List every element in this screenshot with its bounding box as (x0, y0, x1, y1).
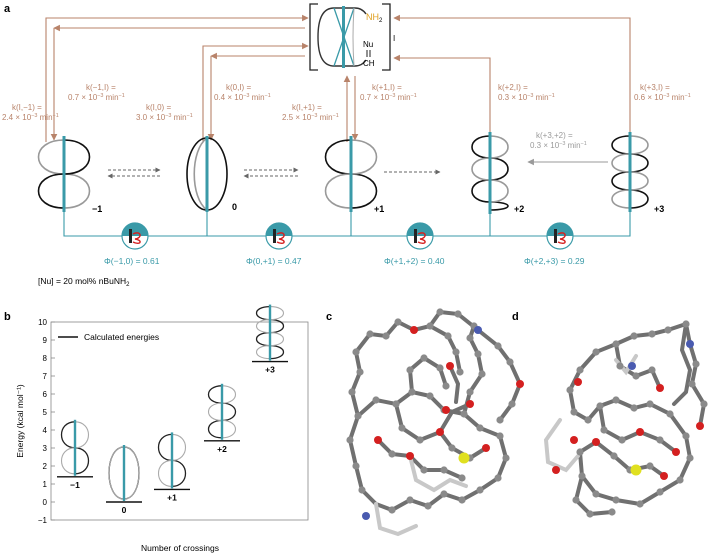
rate-label-p3-I: k(+3,I) =0.6 × 10−3 min−1 (634, 83, 691, 102)
x-axis-label: Number of crossings (141, 543, 219, 553)
rate-label-I-m1: k(I,−1) =2.4 × 10−3 min−1 (2, 103, 59, 122)
knot-label-p1: +1 (374, 204, 384, 214)
y-tick-label: 0 (43, 498, 48, 507)
y-tick-label: 8 (43, 354, 48, 363)
y-tick-label: 9 (43, 336, 48, 345)
knot-label-m1: −1 (92, 204, 102, 214)
crossing-label: −1 (70, 480, 80, 490)
energy-chart: −1 0 1 2 3 4 5 6 7 8 9 10 Energy (kcal mol⁻¹) Numbe… (15, 304, 309, 553)
energy-marks: −1 0 +1 +2 +3 (57, 304, 288, 515)
catalyst-icon (406, 222, 434, 250)
phi-label: Φ(+1,+2) = 0.40 (384, 256, 445, 266)
axle-bar (122, 445, 126, 501)
y-tick-label: 5 (43, 408, 48, 417)
axle-bar (268, 304, 272, 361)
y-tick-label: 4 (43, 426, 48, 435)
axle-bar (170, 432, 174, 489)
energy-point: −1 (57, 419, 93, 490)
knot-label-0: 0 (232, 202, 237, 212)
axle-bar (220, 383, 224, 440)
knot-labels-a: −1 0 +1 +2 +3 (92, 202, 664, 214)
crossing-label: +3 (265, 365, 275, 375)
panel-label-d: d (512, 311, 519, 323)
plot-frame (50, 321, 309, 521)
knot-label-p2: +2 (514, 204, 524, 214)
energy-point: 0 (106, 445, 142, 515)
rate-labels: k(I,−1) =2.4 × 10−3 min−1 k(−1,I) =0.7 ×… (2, 83, 691, 150)
axle-bar (73, 419, 77, 476)
crossing-label: +2 (217, 444, 227, 454)
knot-glyph (207, 385, 237, 439)
nu-label: Nu (363, 40, 373, 49)
crossing-path (63, 210, 631, 237)
y-axis: −1 0 1 2 3 4 5 6 7 8 9 10 (38, 318, 55, 525)
panel-label-b: b (4, 311, 11, 323)
panel-label-c: c (326, 311, 332, 323)
catalyst-icon (546, 222, 574, 250)
energy-point: +3 (252, 304, 288, 375)
crossing-label: +1 (167, 492, 177, 502)
knot-p1 (324, 136, 378, 212)
legend-label: Calculated energies (84, 332, 159, 342)
y-tick-label: 3 (43, 444, 48, 453)
knot-label-p3: +3 (654, 204, 664, 214)
y-tick-label: 7 (43, 372, 48, 381)
phi-label: Φ(0,+1) = 0.47 (246, 256, 302, 266)
legend: Calculated energies (58, 332, 159, 342)
energy-point: +1 (154, 432, 190, 502)
knot-glyph-back (207, 385, 237, 439)
y-tick-label: 1 (43, 480, 48, 489)
knot-0 (186, 136, 228, 212)
panel-label-a: a (4, 3, 11, 15)
phi-label: Φ(+2,+3) = 0.29 (524, 256, 585, 266)
rate-label-I-p1: k(I,+1) =2.5 × 10−3 min−1 (282, 103, 339, 122)
y-tick-label: 6 (43, 390, 48, 399)
phi-labels: Φ(−1,0) = 0.61 Φ(0,+1) = 0.47 Φ(+1,+2) =… (104, 256, 585, 266)
catalyst-icon (265, 222, 293, 250)
knot-p3 (611, 132, 649, 212)
conditions-label: [Nu] = 20 mol% nBuNH2 (38, 276, 130, 288)
equilibrium-arrows (107, 167, 441, 179)
rate-label-m1-I: k(−1,I) =0.7 × 10−3 min−1 (68, 83, 125, 102)
intermediate-complex: NH2 Nu CH I (309, 3, 395, 71)
knot-shapes-a (37, 132, 649, 214)
y-axis-label: Energy (kcal mol⁻¹) (15, 384, 25, 458)
molecular-structure-c (346, 308, 524, 537)
rate-label-I-0: k(I,0) =3.0 × 10−3 min−1 (136, 103, 193, 122)
nh2-label: NH2 (366, 12, 383, 24)
catalyst-icons (121, 222, 574, 250)
ch-label: CH (363, 59, 375, 68)
knot-p2 (471, 132, 509, 214)
y-tick-label: −1 (38, 516, 48, 525)
catalyst-icon (121, 222, 149, 250)
phi-label: Φ(−1,0) = 0.61 (104, 256, 160, 266)
rate-label-0-I: k(0,I) =0.4 × 10−3 min−1 (214, 83, 271, 102)
complex-roman-label: I (393, 34, 395, 43)
energy-point: +2 (204, 383, 240, 454)
rate-label-p2-I: k(+2,I) =0.3 × 10−3 min−1 (498, 83, 555, 102)
rate-label-p1-I: k(+1,I) =0.7 × 10−3 min−1 (360, 83, 417, 102)
rate-connectors (45, 14, 631, 166)
crossing-label: 0 (122, 505, 127, 515)
y-tick-label: 10 (38, 318, 47, 327)
y-tick-label: 2 (43, 462, 48, 471)
rate-label-p3-p2: k(+3,+2) =0.3 × 10−3 min−1 (530, 131, 587, 150)
molecular-structure-d (543, 320, 708, 518)
knot-m1 (37, 136, 91, 212)
